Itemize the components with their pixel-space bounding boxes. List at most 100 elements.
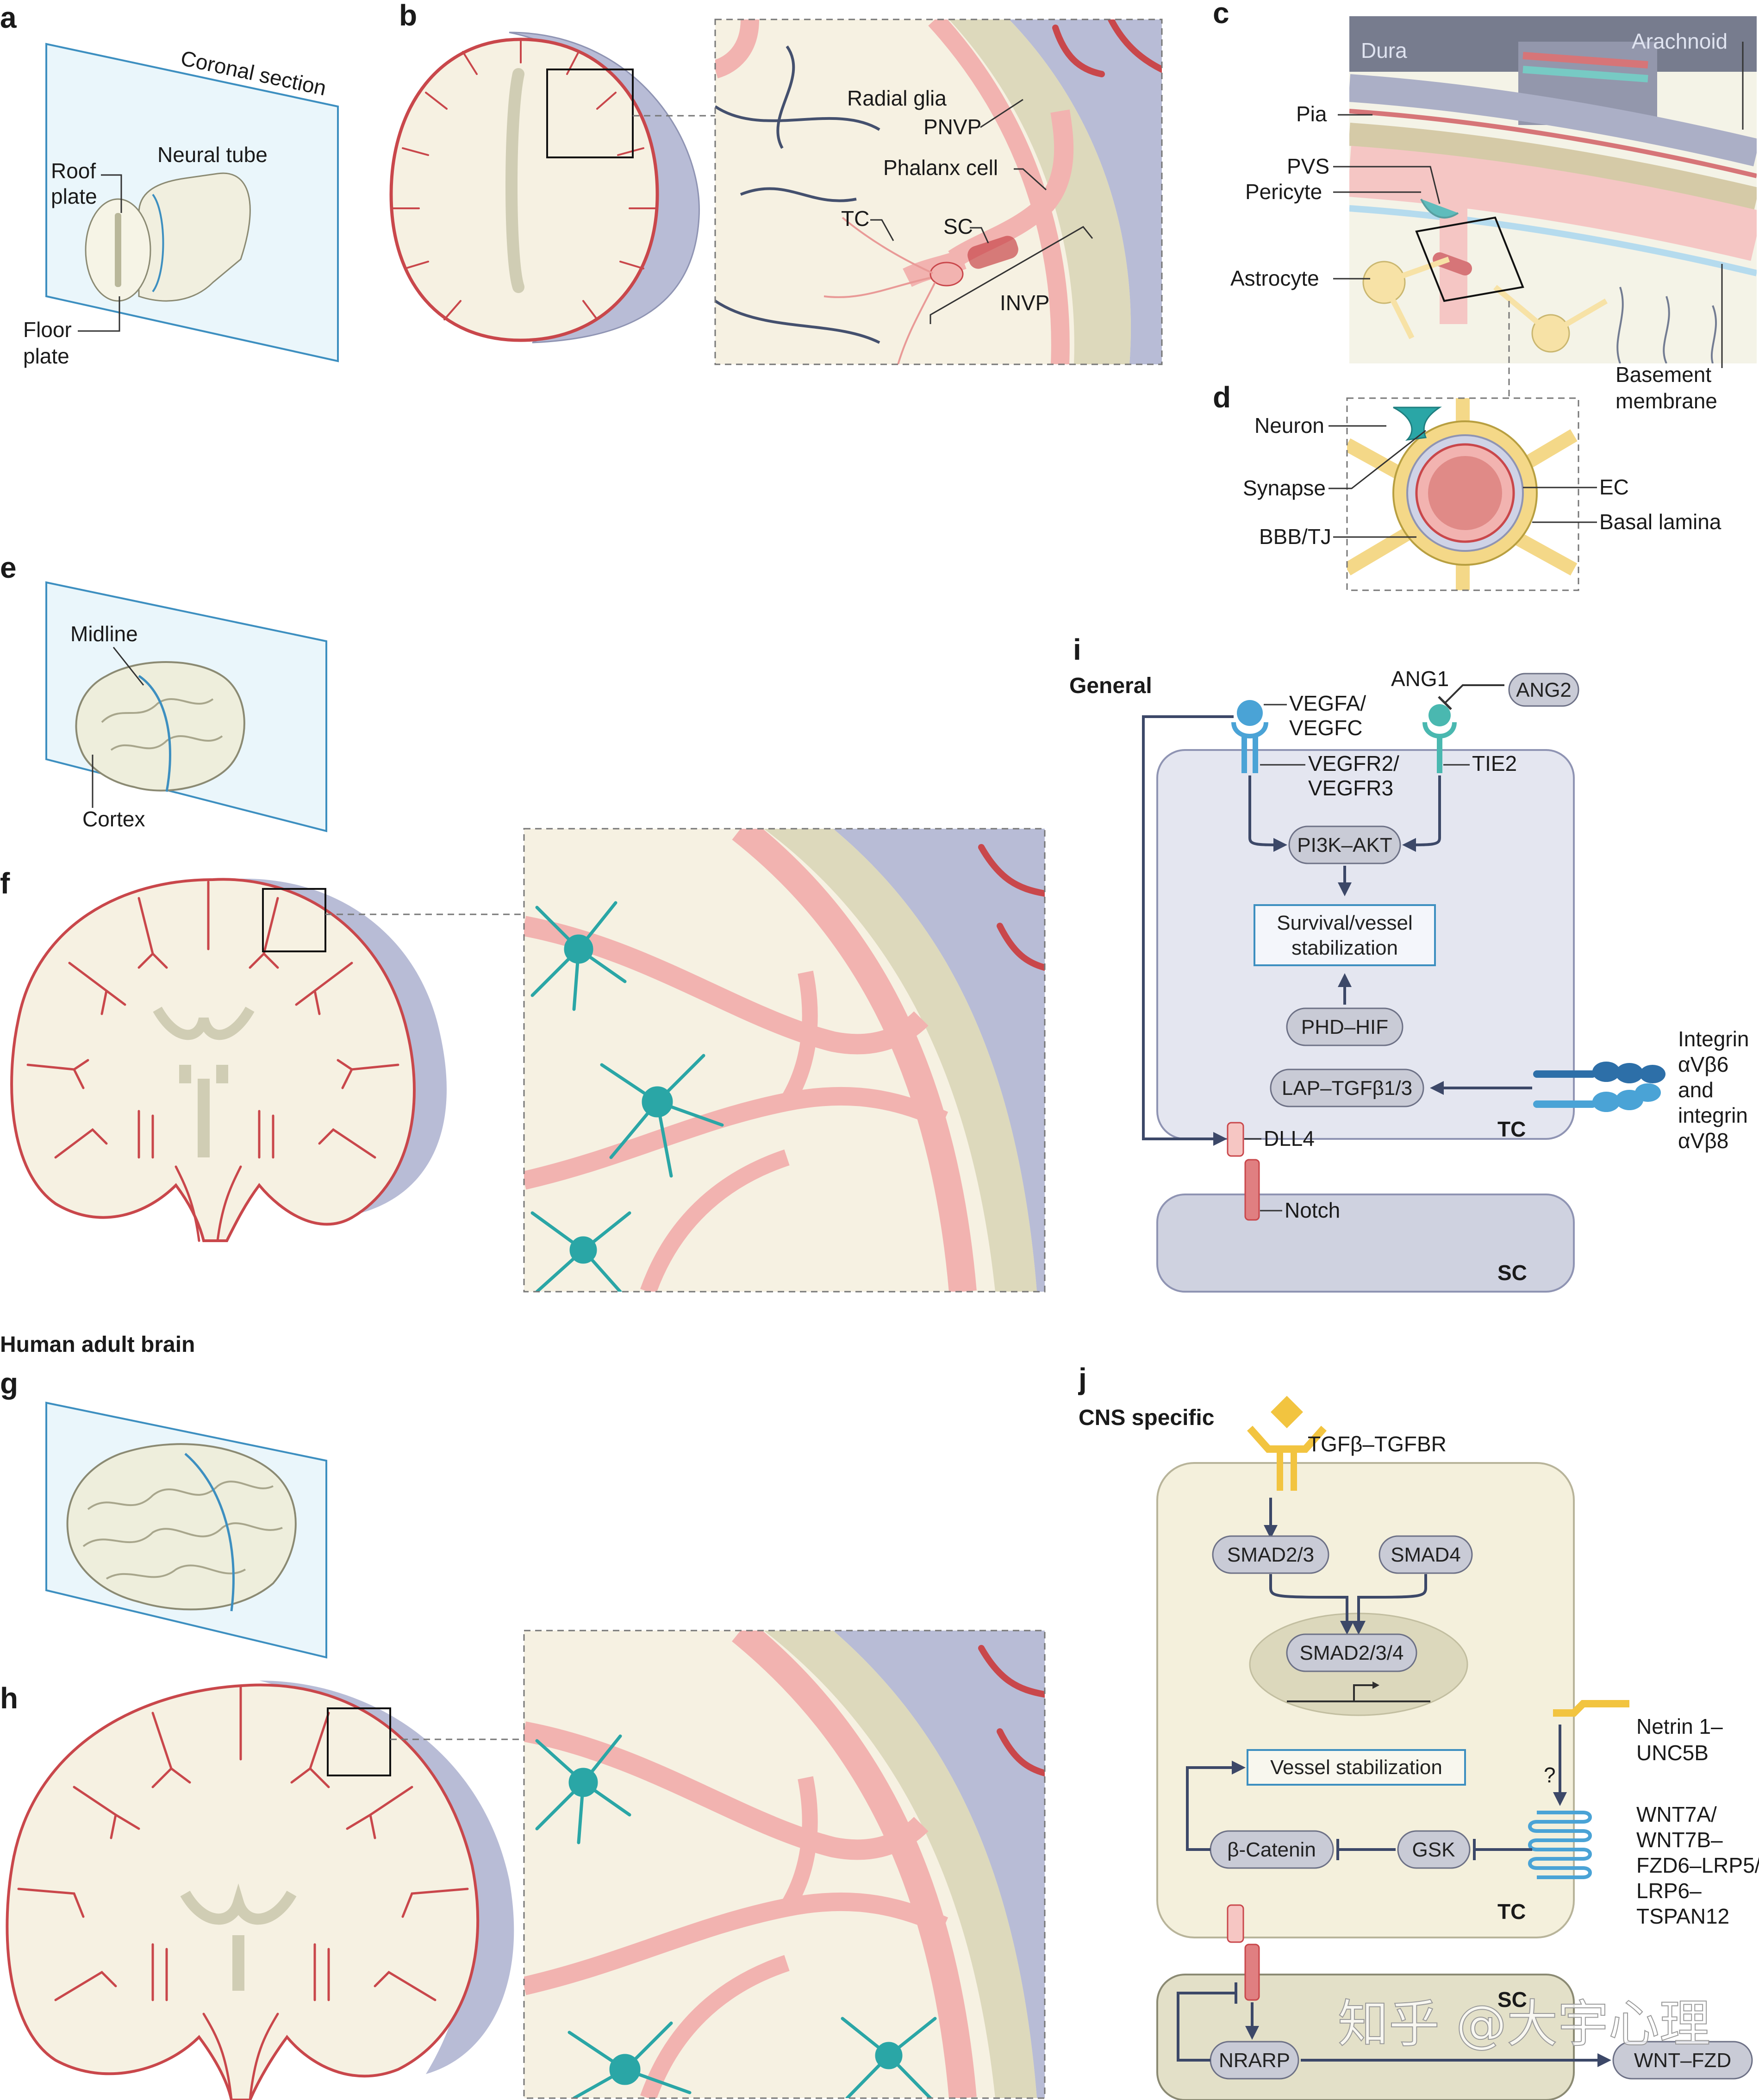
radial-glia-label: Radial glia bbox=[847, 86, 947, 110]
lap-tgfb-pill bbox=[1270, 1069, 1424, 1107]
tie2-label: TIE2 bbox=[1472, 751, 1517, 775]
netrin-ligand bbox=[1553, 1700, 1629, 1717]
section-line-g bbox=[184, 1453, 235, 1612]
bcatenin-label: β-Catenin bbox=[1227, 1838, 1316, 1861]
panel-i-letter: i bbox=[1073, 633, 1081, 666]
pi3k-label: PI3K–AKT bbox=[1297, 834, 1392, 856]
pvs-leader bbox=[1333, 166, 1441, 204]
section-outline bbox=[152, 194, 164, 293]
cns-specific-heading: CNS specific bbox=[1079, 1406, 1214, 1430]
midline-leader bbox=[112, 647, 144, 686]
vegf-to-dll4-feedback bbox=[1142, 715, 1234, 1146]
gsk-inhibits-bcatenin bbox=[1336, 1839, 1396, 1860]
pia-label: Pia bbox=[1296, 102, 1327, 126]
sc-cell-i bbox=[1156, 1194, 1575, 1293]
vegfa-label-1: VEGFA/ bbox=[1289, 691, 1366, 715]
integrin-label-3: and bbox=[1678, 1078, 1714, 1102]
panel-a: a Coronal section Neural tube Roof plate… bbox=[0, 1, 339, 368]
roof-plate-label-1: Roof bbox=[51, 159, 96, 183]
tc-label-i: TC bbox=[1497, 1117, 1526, 1141]
phd-hif-pill bbox=[1286, 1007, 1403, 1046]
capillary-cross-section bbox=[1347, 398, 1578, 590]
ang2-inhibition-bar bbox=[1438, 696, 1452, 710]
floor-plate-leader bbox=[78, 296, 120, 332]
synapse-leader bbox=[1329, 430, 1426, 489]
pvs-label: PVS bbox=[1287, 154, 1329, 178]
panel-h: h bbox=[0, 1630, 1046, 2100]
vegfa-label-2: VEGFC bbox=[1289, 716, 1362, 740]
smad4-pill bbox=[1379, 1535, 1473, 1574]
human-adult-brain-title: Human adult brain bbox=[0, 1332, 195, 1357]
gene-promoter bbox=[1287, 1684, 1430, 1702]
vessel-stabilization-box bbox=[1247, 1749, 1466, 1786]
phd-hif-label: PHD–HIF bbox=[1301, 1016, 1388, 1038]
smad234-label: SMAD2/3/4 bbox=[1300, 1642, 1404, 1664]
notch-label: Notch bbox=[1285, 1198, 1340, 1222]
panel-e: e Midline Cortex bbox=[0, 551, 327, 832]
roof-plate-label-2: plate bbox=[51, 184, 97, 208]
smad4-label: SMAD4 bbox=[1391, 1544, 1461, 1566]
adult-brain bbox=[66, 1443, 297, 1611]
vegfr-label-2: VEGFR3 bbox=[1308, 776, 1393, 800]
smad23-pill bbox=[1212, 1535, 1329, 1574]
inset-f bbox=[524, 829, 1045, 1292]
pnvp-label: PNVP bbox=[923, 115, 981, 139]
smad23-label: SMAD2/3 bbox=[1227, 1544, 1314, 1566]
transcription-arrowhead bbox=[1372, 1681, 1379, 1689]
floor-plate-label-1: Floor bbox=[23, 318, 72, 342]
panel-h-letter: h bbox=[0, 1681, 18, 1715]
lap-tgfb-label: LAP–TGFβ1/3 bbox=[1282, 1077, 1412, 1100]
basal-lamina-label: Basal lamina bbox=[1599, 510, 1722, 534]
gsk-pill bbox=[1397, 1830, 1471, 1869]
panel-g-letter: g bbox=[0, 1367, 18, 1400]
tc-leader-b bbox=[870, 219, 894, 241]
pnvp-leader bbox=[980, 99, 1023, 128]
inset-h-border bbox=[523, 1630, 1046, 2099]
synapse-label: Synapse bbox=[1243, 476, 1326, 500]
panel-d-letter: d bbox=[1213, 381, 1231, 414]
basement-membrane-label-2: membrane bbox=[1616, 389, 1717, 413]
arachnoid-label: Arachnoid bbox=[1632, 29, 1728, 53]
meninges-illustration bbox=[1349, 16, 1757, 363]
ang2-inhibition bbox=[1443, 684, 1504, 705]
panel-c: c Dura Arachnoid Pia PVS bbox=[1213, 0, 1757, 413]
ang1-label: ANG1 bbox=[1391, 667, 1449, 691]
sc-label-i: SC bbox=[1497, 1261, 1527, 1285]
tc-label-j: TC bbox=[1497, 1900, 1526, 1924]
vessel-stabilization-label: Vessel stabilization bbox=[1270, 1756, 1442, 1779]
neural-tube-label: Neural tube bbox=[157, 143, 268, 167]
notch-receptor-j bbox=[1244, 1944, 1260, 2001]
panel-j: j CNS specific TGFβ–TGFBR SMAD2/3 SMAD4 … bbox=[1078, 1362, 1759, 2100]
watermark: 知乎 @大宇心理 bbox=[1338, 1994, 1710, 2054]
wnt-label-1: WNT7A/ bbox=[1636, 1802, 1717, 1826]
tie2-to-pi3k-arrow bbox=[1402, 775, 1441, 852]
sc-label-j: SC bbox=[1497, 1988, 1527, 2012]
wnt-label-2: WNT7B– bbox=[1636, 1828, 1723, 1852]
integrin-label-2: αVβ6 bbox=[1678, 1052, 1728, 1076]
smad234-pill bbox=[1286, 1633, 1417, 1672]
ang2-label: ANG2 bbox=[1516, 679, 1572, 701]
bcatenin-to-stabilization-arrow bbox=[1186, 1761, 1246, 1851]
panel-j-letter: j bbox=[1078, 1362, 1087, 1395]
pericyte-label: Pericyte bbox=[1245, 180, 1322, 204]
wnt-fzd-label: WNT–FZD bbox=[1634, 2049, 1731, 2072]
integrin-label-5: αVβ8 bbox=[1678, 1129, 1728, 1153]
vegfr-receptor bbox=[1231, 700, 1268, 773]
cortical-vessels-f bbox=[26, 881, 399, 1242]
adult-meninges-h bbox=[259, 1681, 514, 2074]
integrin-label-4: integrin bbox=[1678, 1103, 1748, 1127]
sc-label-b: SC bbox=[943, 214, 973, 238]
invp-vessels bbox=[393, 40, 656, 320]
inset-d-border bbox=[1346, 397, 1579, 591]
central-canal bbox=[115, 213, 121, 287]
phalanx-leader bbox=[1014, 168, 1047, 191]
general-heading: General bbox=[1069, 674, 1152, 698]
tgfb-tgfbr-label: TGFβ–TGFBR bbox=[1308, 1432, 1447, 1456]
ang2-pill bbox=[1508, 673, 1579, 707]
wnt-fzd-pill bbox=[1612, 2041, 1753, 2080]
fetal-brain bbox=[75, 661, 245, 792]
notch-receptor bbox=[1244, 1159, 1260, 1221]
vegfr-label-1: VEGFR2/ bbox=[1308, 751, 1399, 775]
gsk-label: GSK bbox=[1412, 1838, 1455, 1861]
nrarp-feedback-inhibition bbox=[1177, 1982, 1237, 2062]
